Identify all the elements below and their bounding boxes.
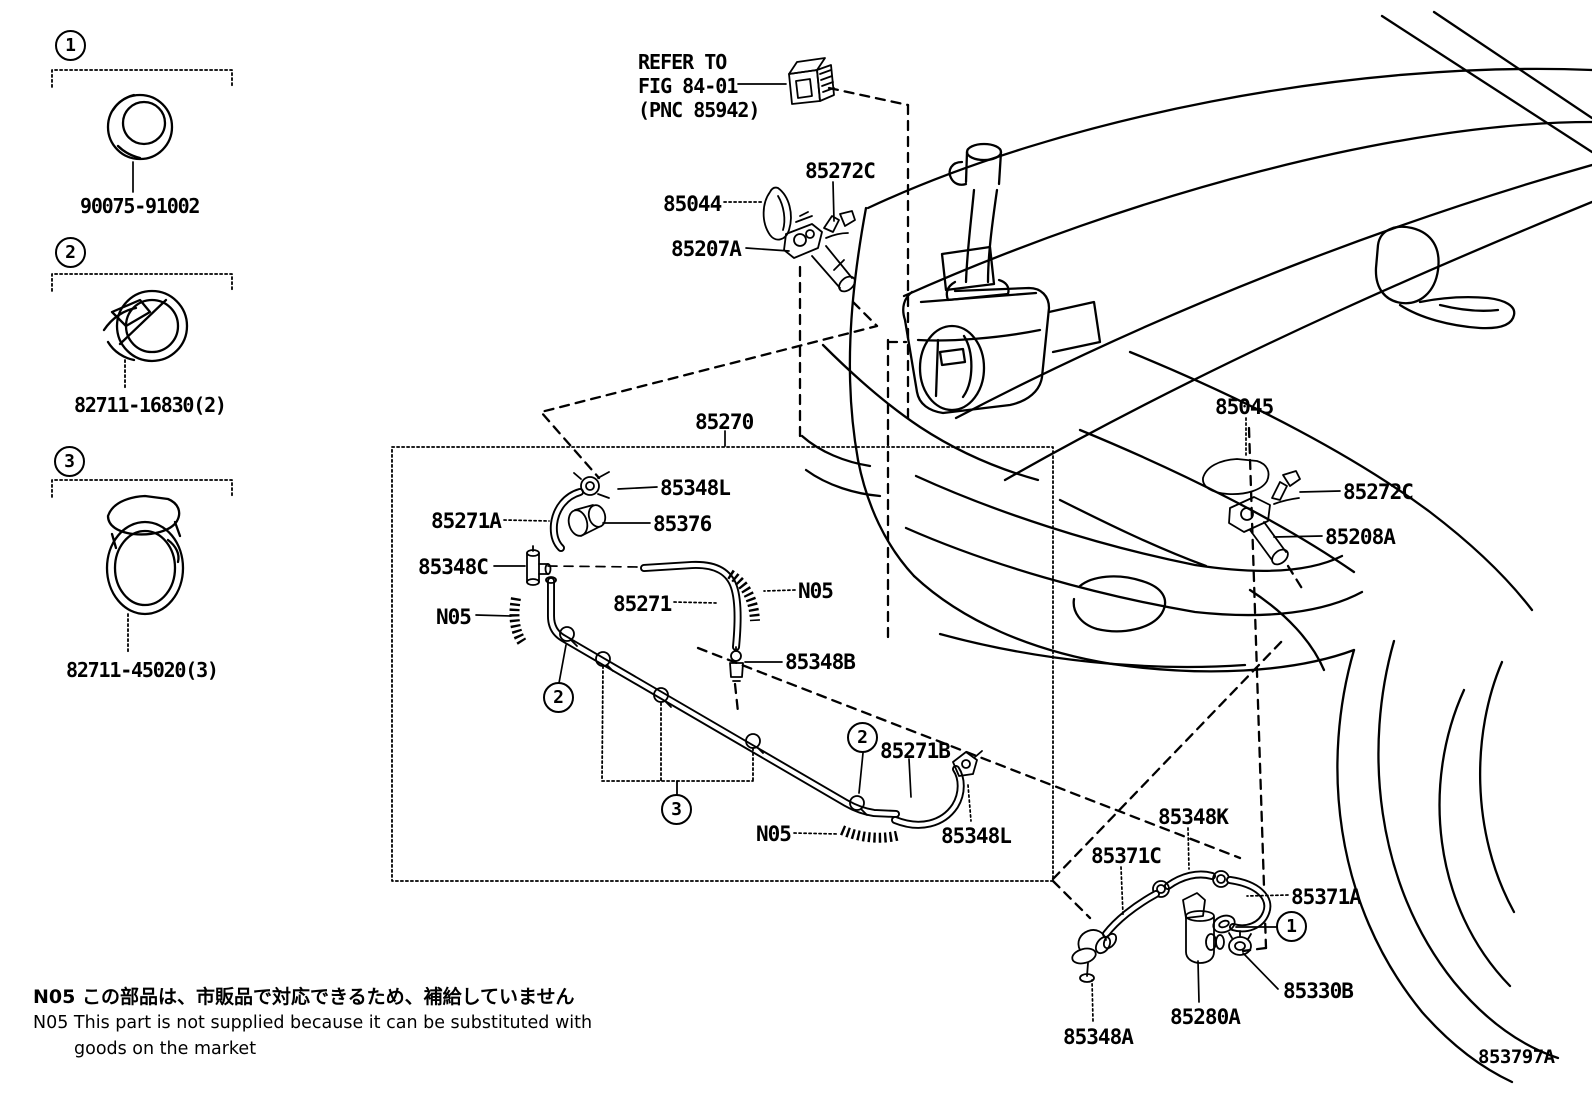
refer-note-line1: REFER TO [638, 50, 727, 74]
washer-tank-drawing [902, 142, 1102, 415]
part-label-85271a: 85271A [431, 509, 502, 533]
part-label-85348a: 85348A [1063, 1025, 1134, 1049]
figure-number: 853797A [1478, 1046, 1555, 1068]
part-label-85348l-2: 85348L [941, 824, 1012, 848]
part-label-85271: 85271 [613, 592, 672, 616]
note-english-2: goods on the market [74, 1039, 257, 1059]
part-label-n05-right: N05 [798, 579, 834, 603]
marker-hose-clip-2: 2 [847, 722, 878, 753]
nozzle-85208a-drawing [1228, 496, 1289, 566]
clip-group-bracket [601, 665, 754, 795]
construction-dashed-lines [539, 86, 1305, 953]
grommet-85376-drawing [567, 504, 607, 537]
marker-clamp-ref-1: 1 [1276, 911, 1307, 942]
elbow-rings-drawing [1152, 870, 1230, 898]
part-label-85280a: 85280A [1170, 1005, 1241, 1029]
refer-note-line2: FIG 84-01 [638, 74, 738, 98]
legend-part-2-drawing [102, 289, 189, 363]
legend-marker-1: 1 [55, 30, 86, 61]
part-label-85330b: 85330B [1283, 979, 1354, 1003]
elbow-85348k-drawing [1164, 870, 1216, 890]
leader-lines [132, 83, 1341, 1003]
ecu-box-drawing [788, 57, 835, 105]
clip-85272c-top-drawing [823, 210, 856, 239]
part-label-85045: 85045 [1215, 395, 1274, 419]
hose-85271a-drawing [549, 488, 584, 552]
ribbed-sleeve-n05-right [727, 569, 760, 622]
part-label-85272c-right: 85272C [1343, 480, 1414, 504]
car-body-drawing [800, 10, 1592, 1084]
part-label-85271b: 85271B [880, 739, 951, 763]
legend-brackets [51, 69, 233, 653]
hose-85271b-drawing [891, 765, 965, 829]
ribbed-sleeve-n05-bottom [839, 825, 902, 843]
part-label-85376: 85376 [653, 512, 712, 536]
cover-85045-drawing [1202, 458, 1270, 495]
legend-part-number-2: 82711-16830(2) [74, 393, 227, 417]
marker-tube-clip-2: 2 [543, 682, 574, 713]
joint-85348c-drawing [526, 545, 552, 586]
legend-part-1-drawing [106, 93, 174, 161]
legend-part-3-drawing [105, 494, 185, 616]
clip-85272c-right-drawing [1271, 470, 1301, 505]
part-label-85348c: 85348C [418, 555, 489, 579]
part-label-n05-left: N05 [436, 605, 472, 629]
part-label-85371c: 85371C [1091, 844, 1162, 868]
legend-part-number-3: 82711-45020(3) [66, 658, 219, 682]
part-label-85044: 85044 [663, 192, 722, 216]
connector-85348l-2-drawing [952, 750, 983, 777]
legend-part-number-1: 90075-91002 [80, 194, 200, 218]
pump-85280a-drawing [1182, 892, 1225, 964]
hose-85271-drawing [640, 560, 742, 651]
part-label-85371a: 85371A [1291, 885, 1362, 909]
mirror-drawing [1374, 225, 1440, 305]
main-tube-85270-drawing [545, 576, 900, 818]
note-japanese: N05 この部品は、市販品で対応できるため、補給していません [33, 986, 575, 1008]
legend-marker-2: 2 [55, 237, 86, 268]
nut-85330b-drawing [1228, 930, 1252, 956]
part-label-85348b: 85348B [785, 650, 856, 674]
part-label-85272c-top: 85272C [805, 159, 876, 183]
refer-note-line3: (PNC 85942) [638, 98, 760, 122]
part-label-n05-bottom: N05 [756, 822, 792, 846]
part-label-85207a: 85207A [671, 237, 742, 261]
part-label-85270: 85270 [695, 410, 754, 434]
legend-marker-3: 3 [54, 446, 85, 477]
part-label-85348l-1: 85348L [660, 476, 731, 500]
ribbed-sleeve-n05-left [509, 597, 527, 645]
part-label-85348k: 85348K [1158, 805, 1229, 829]
tube-clips-drawing [559, 626, 868, 816]
cover-85044-drawing [762, 186, 792, 241]
valve-85348a-drawing [1071, 929, 1118, 983]
hose-85371a-drawing [1226, 876, 1272, 933]
dotted-leader-lines [503, 201, 1289, 1022]
connector-85348b-drawing [729, 646, 744, 682]
detail-box-outline [391, 446, 1054, 882]
note-english-1: N05 This part is not supplied because it… [33, 1013, 593, 1033]
hose-85371c-drawing [1102, 890, 1160, 938]
marker-tube-bundle-3: 3 [661, 794, 692, 825]
part-label-85208a: 85208A [1325, 525, 1396, 549]
refer-note: REFER TO FIG 84-01 (PNC 85942) [638, 50, 760, 122]
clip-85348l-1-drawing [573, 471, 610, 499]
